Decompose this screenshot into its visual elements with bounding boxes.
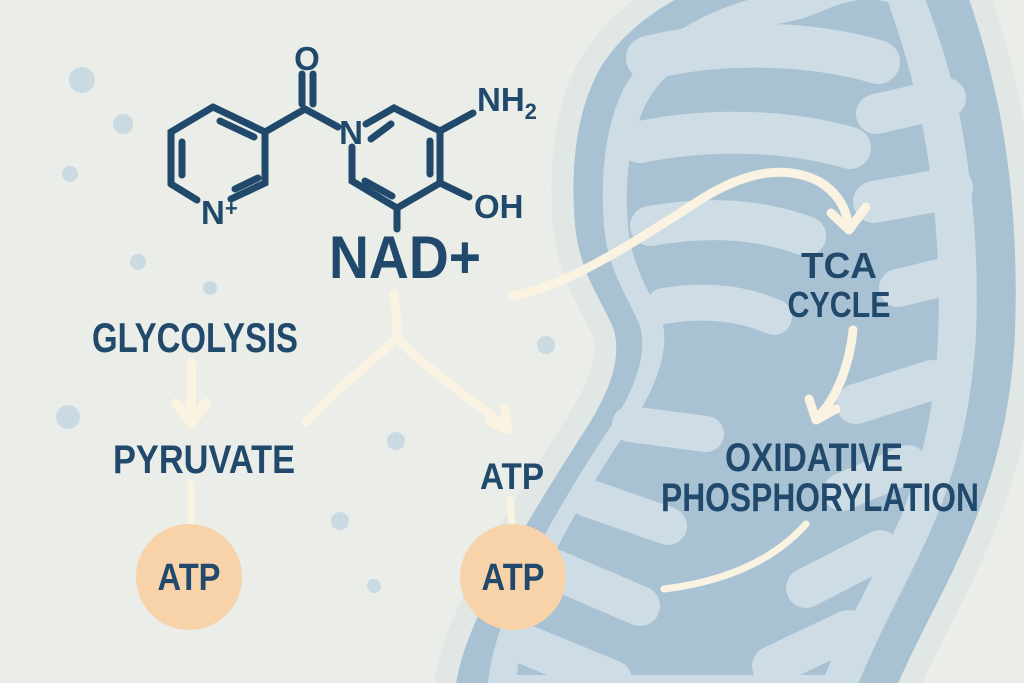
dot-icon [62, 166, 78, 182]
tca-label-line2: CYCLE [788, 284, 891, 325]
cristae [504, 23, 973, 683]
curve-oxphos-to-atp [660, 520, 810, 593]
nad-molecule-structure: O N N+ NH2 OH [167, 40, 537, 233]
dot-icon [113, 114, 133, 134]
pathway-arrows [171, 167, 871, 593]
tca-label-line1: TCA [801, 245, 877, 286]
nad-title: NAD+ [329, 224, 481, 291]
glycolysis-label: GLYCOLYSIS [92, 314, 298, 361]
atom-oxygen: O [294, 40, 320, 77]
dot-icon [367, 579, 381, 593]
dot-icon [130, 254, 146, 270]
pyridinium-charge-label: + [225, 196, 238, 221]
pathway-labels: GLYCOLYSIS PYRUVATE NAD+ ATP ATP ATP TCA… [92, 224, 979, 599]
dot-icon [537, 336, 555, 354]
pyridinium-n-label: N [201, 194, 225, 231]
mitochondrion-illustration [433, 0, 1024, 683]
atp-badge-left-label: ATP [158, 557, 221, 599]
arrow-tca-to-oxphos [804, 325, 858, 425]
dot-icon [56, 405, 80, 429]
oxphos-label-line1: OXIDATIVE [725, 436, 903, 480]
amine-subscript: 2 [525, 99, 537, 124]
atp-badge-right [460, 524, 566, 630]
arrow-glycolysis-to-pyruvate [171, 357, 211, 429]
background-dots [56, 67, 555, 593]
arrow-nad-to-tca [507, 167, 871, 301]
atp-product-label: ATP [480, 456, 544, 497]
oxphos-label-line2: PHOSPHORYLATION [661, 476, 979, 520]
dot-icon [203, 281, 217, 295]
amine-label: NH [477, 81, 525, 118]
pyruvate-label: PYRUVATE [113, 438, 295, 482]
dot-icon [331, 512, 349, 530]
dot-icon [387, 432, 405, 450]
atom-pyridinium-nitrogen: N+ [201, 194, 238, 231]
atp-badge-right-label: ATP [482, 557, 545, 599]
atp-badge-left [136, 524, 242, 630]
dot-icon [69, 67, 95, 93]
atom-ring-nitrogen: N [339, 114, 363, 151]
line-atplabel-to-circle [506, 496, 516, 528]
arrow-nad-branches [301, 289, 513, 435]
atom-hydroxyl-group: OH [474, 188, 524, 225]
atom-amine-group: NH2 [477, 81, 537, 124]
